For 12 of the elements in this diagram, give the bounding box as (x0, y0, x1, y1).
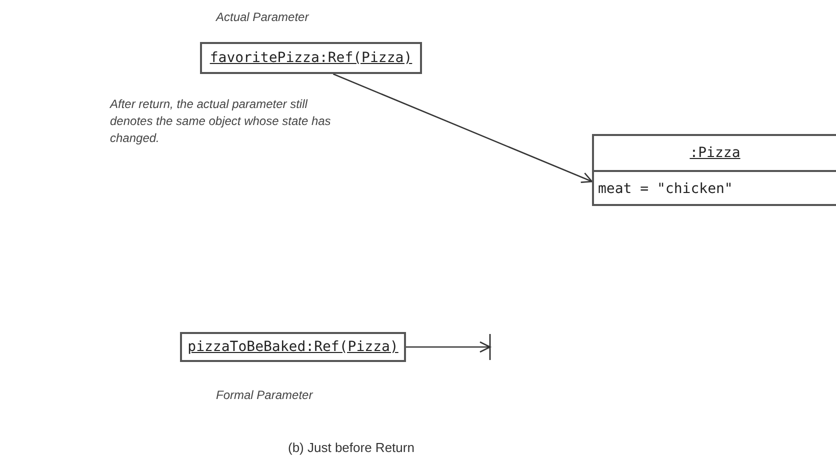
parameter-caption: Actual Parameter (216, 10, 309, 24)
object-box (592, 134, 836, 206)
object-box (200, 42, 422, 74)
parameter-caption: Formal Parameter (216, 388, 313, 402)
attribute-value: meat = "chicken" (597, 180, 734, 199)
object-name: pizzaToBeBaked:Ref(Pizza) (186, 338, 400, 357)
object-box (180, 332, 406, 362)
object-name: favoritePizza:Ref(Pizza) (208, 49, 414, 68)
object-name: :Pizza (594, 136, 836, 172)
reference-arrow (332, 73, 593, 183)
figure-caption: (b) Just before Return (288, 440, 414, 455)
note-text: After return, the actual parameter still denotes the same object whose state has changed. (110, 96, 332, 147)
